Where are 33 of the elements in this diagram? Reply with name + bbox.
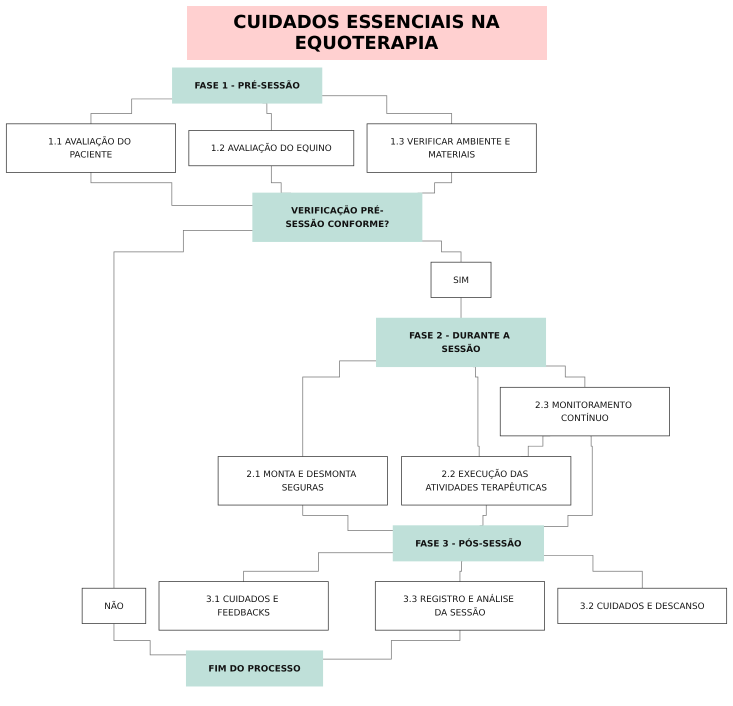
node-box: NÃO [82, 588, 146, 624]
node-box: FASE 2 - DURANTE A SESSÃO [376, 318, 546, 368]
connector [90, 172, 254, 206]
node-box: 2.3 MONITORAMENTO CONTÍNUO [500, 386, 670, 436]
connector [460, 297, 462, 318]
node-box: FASE 3 - PÓS-SESSÃO [392, 525, 544, 562]
connector [422, 240, 462, 263]
connector [543, 555, 643, 589]
node-box: 3.1 CUIDADOS E FEEDBACKS [158, 581, 329, 631]
connector [243, 552, 394, 582]
node-box: 1.2 AVALIAÇÃO DO EQUINO [188, 130, 354, 166]
node-box: 1.3 VERIFICAR AMBIENTE E MATERIAIS [366, 123, 537, 173]
connector [472, 366, 481, 457]
node-box: 2.1 MONTA E DESMONTA SEGURAS [218, 456, 388, 506]
title: CUIDADOS ESSENCIAIS NA EQUOTERAPIA [186, 6, 546, 60]
node-box: 1.1 AVALIAÇÃO DO PACIENTE [6, 123, 176, 173]
node-box: 3.3 REGISTRO E ANÁLISE DA SESSÃO [374, 581, 545, 631]
connector [302, 504, 394, 531]
node-box: FIM DO PROCESSO [186, 650, 324, 686]
connector [114, 230, 254, 589]
connector [114, 623, 187, 656]
node-box: VERIFICAÇÃO PRÉ-SESSÃO CONFORME? [252, 192, 422, 242]
connector [302, 360, 377, 457]
node-box: SIM [430, 262, 492, 298]
connector [545, 366, 586, 388]
node-box: FASE 1 - PRÉ-SESSÃO [172, 68, 322, 104]
connector [543, 436, 593, 527]
connector [322, 630, 460, 660]
node-box: 2.2 EXECUÇÃO DAS ATIVIDADES TERAPÊUTICAS [401, 456, 572, 506]
connector [90, 98, 173, 124]
connector [460, 560, 464, 582]
connector [322, 95, 452, 124]
node-box: 3.2 CUIDADOS E DESCANSO [557, 588, 728, 624]
